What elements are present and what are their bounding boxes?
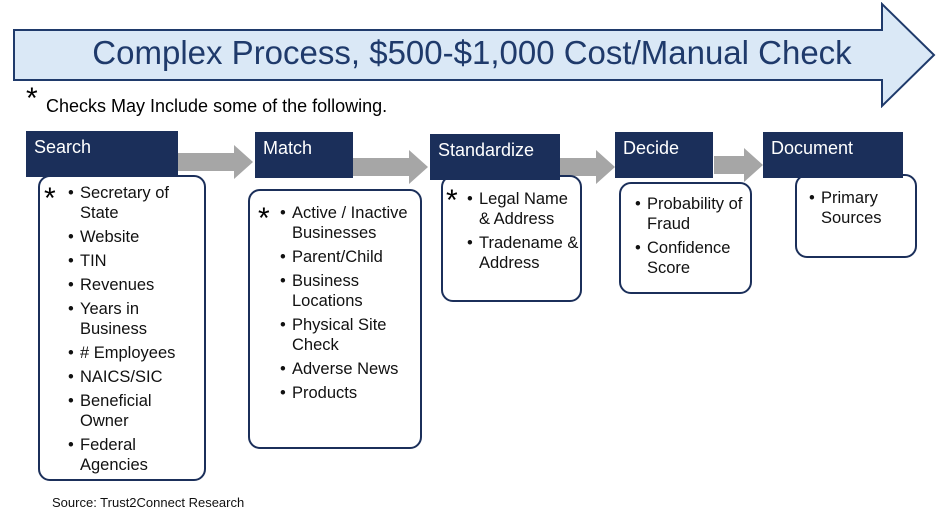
arrow-match-to-standardize bbox=[353, 150, 428, 184]
list-item: Business Locations bbox=[280, 271, 420, 311]
arrow-search-to-match bbox=[178, 145, 253, 179]
list-item: Adverse News bbox=[280, 359, 420, 379]
asterisk-icon: * bbox=[26, 82, 38, 115]
list-item: Confidence Score bbox=[635, 238, 751, 278]
banner-arrow: Complex Process, $500-$1,000 Cost/Manual… bbox=[12, 2, 936, 108]
list-item: Revenues bbox=[68, 275, 204, 295]
list-item: Years in Business bbox=[68, 299, 204, 339]
list-item: Beneficial Owner bbox=[68, 391, 204, 431]
stage-box-search: Secretary of State Website TIN Revenues … bbox=[38, 175, 206, 481]
banner-title: Complex Process, $500-$1,000 Cost/Manual… bbox=[92, 34, 852, 71]
stage-box-match: Active / Inactive Businesses Parent/Chil… bbox=[248, 189, 422, 449]
list-item: Website bbox=[68, 227, 204, 247]
stage-header-decide: Decide bbox=[615, 132, 713, 178]
list-item: Primary Sources bbox=[809, 188, 915, 228]
stage-header-document: Document bbox=[763, 132, 903, 178]
stage-header-standardize: Standardize bbox=[430, 134, 560, 180]
checks-note: Checks May Include some of the following… bbox=[46, 96, 388, 116]
list-item: Physical Site Check bbox=[280, 315, 420, 355]
asterisk-icon: * bbox=[446, 184, 458, 217]
list-item: Active / Inactive Businesses bbox=[280, 203, 420, 243]
arrow-decide-to-document bbox=[714, 148, 763, 182]
source-note: Source: Trust2Connect Research bbox=[52, 495, 245, 510]
list-item: Products bbox=[280, 383, 420, 403]
list-item: NAICS/SIC bbox=[68, 367, 204, 387]
list-item: # Employees bbox=[68, 343, 204, 363]
stage-header-match: Match bbox=[255, 132, 353, 178]
stage-header-search: Search bbox=[26, 131, 178, 177]
list-item: Federal Agencies bbox=[68, 435, 204, 475]
stage-box-decide: Probability of Fraud Confidence Score bbox=[619, 182, 752, 294]
list-item: Parent/Child bbox=[280, 247, 420, 267]
asterisk-icon: * bbox=[258, 202, 270, 235]
list-item: TIN bbox=[68, 251, 204, 271]
list-item: Tradename & Address bbox=[467, 233, 581, 273]
list-item: Secretary of State bbox=[68, 183, 204, 223]
stage-box-document: Primary Sources bbox=[795, 174, 917, 258]
asterisk-icon: * bbox=[44, 182, 56, 215]
list-item: Legal Name & Address bbox=[467, 189, 581, 229]
stage-box-standardize: Legal Name & Address Tradename & Address bbox=[441, 175, 582, 302]
list-item: Probability of Fraud bbox=[635, 194, 751, 234]
